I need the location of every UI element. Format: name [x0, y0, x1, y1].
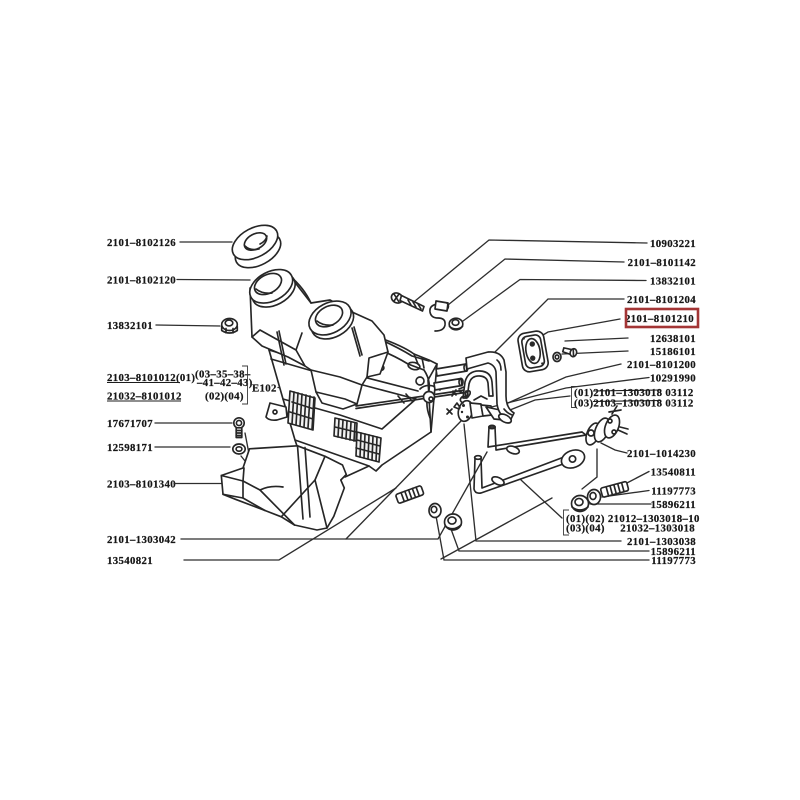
svg-text:12598171: 12598171 [107, 442, 153, 454]
svg-text:2101–1303038: 2101–1303038 [627, 536, 696, 548]
svg-text:10903221: 10903221 [650, 238, 696, 250]
svg-text:15186101: 15186101 [650, 346, 696, 358]
svg-text:2101–1014230: 2101–1014230 [627, 448, 696, 460]
svg-text:2101–8101142: 2101–8101142 [628, 257, 696, 269]
svg-text:15896211: 15896211 [651, 546, 696, 558]
svg-text:13540811: 13540811 [651, 467, 696, 479]
svg-text:10291990: 10291990 [650, 373, 696, 385]
svg-text:2101–8101200: 2101–8101200 [627, 359, 696, 371]
svg-text:2101–8101204: 2101–8101204 [627, 294, 696, 306]
svg-text:21032–1303018: 21032–1303018 [620, 523, 695, 535]
svg-text:13832101: 13832101 [650, 276, 696, 288]
svg-text:(03)2103–1303018 03112: (03)2103–1303018 03112 [574, 398, 694, 410]
svg-text:11197773: 11197773 [651, 486, 696, 498]
svg-text:(02)(04): (02)(04) [205, 391, 244, 403]
svg-text:11197773: 11197773 [651, 555, 696, 567]
svg-text:13540821: 13540821 [107, 555, 153, 567]
svg-text:(01)(02) 21012–1303018–10: (01)(02) 21012–1303018–10 [566, 513, 700, 525]
svg-text:2101–8102126: 2101–8102126 [107, 237, 176, 249]
svg-text:–41–42–43): –41–42–43) [196, 377, 253, 389]
svg-text:12638101: 12638101 [650, 333, 696, 345]
svg-text:17671707: 17671707 [107, 418, 153, 430]
svg-text:2101–1303042: 2101–1303042 [107, 534, 176, 546]
svg-text:2101–8102120: 2101–8102120 [107, 275, 176, 287]
svg-text:2103–8101012(01): 2103–8101012(01) [107, 372, 195, 384]
svg-text:E102: E102 [252, 383, 277, 395]
svg-text:2103–8101340: 2103–8101340 [107, 479, 176, 491]
svg-text:15896211: 15896211 [651, 499, 696, 511]
svg-text:2101–8101210: 2101–8101210 [625, 313, 694, 325]
svg-text:(03–35–38–: (03–35–38– [195, 369, 251, 381]
svg-text:(01)2101–1303018 03112: (01)2101–1303018 03112 [574, 387, 694, 399]
svg-text:21032–8101012: 21032–8101012 [107, 391, 182, 403]
svg-text:13832101: 13832101 [107, 320, 153, 332]
svg-text:(03)(04): (03)(04) [566, 523, 605, 535]
